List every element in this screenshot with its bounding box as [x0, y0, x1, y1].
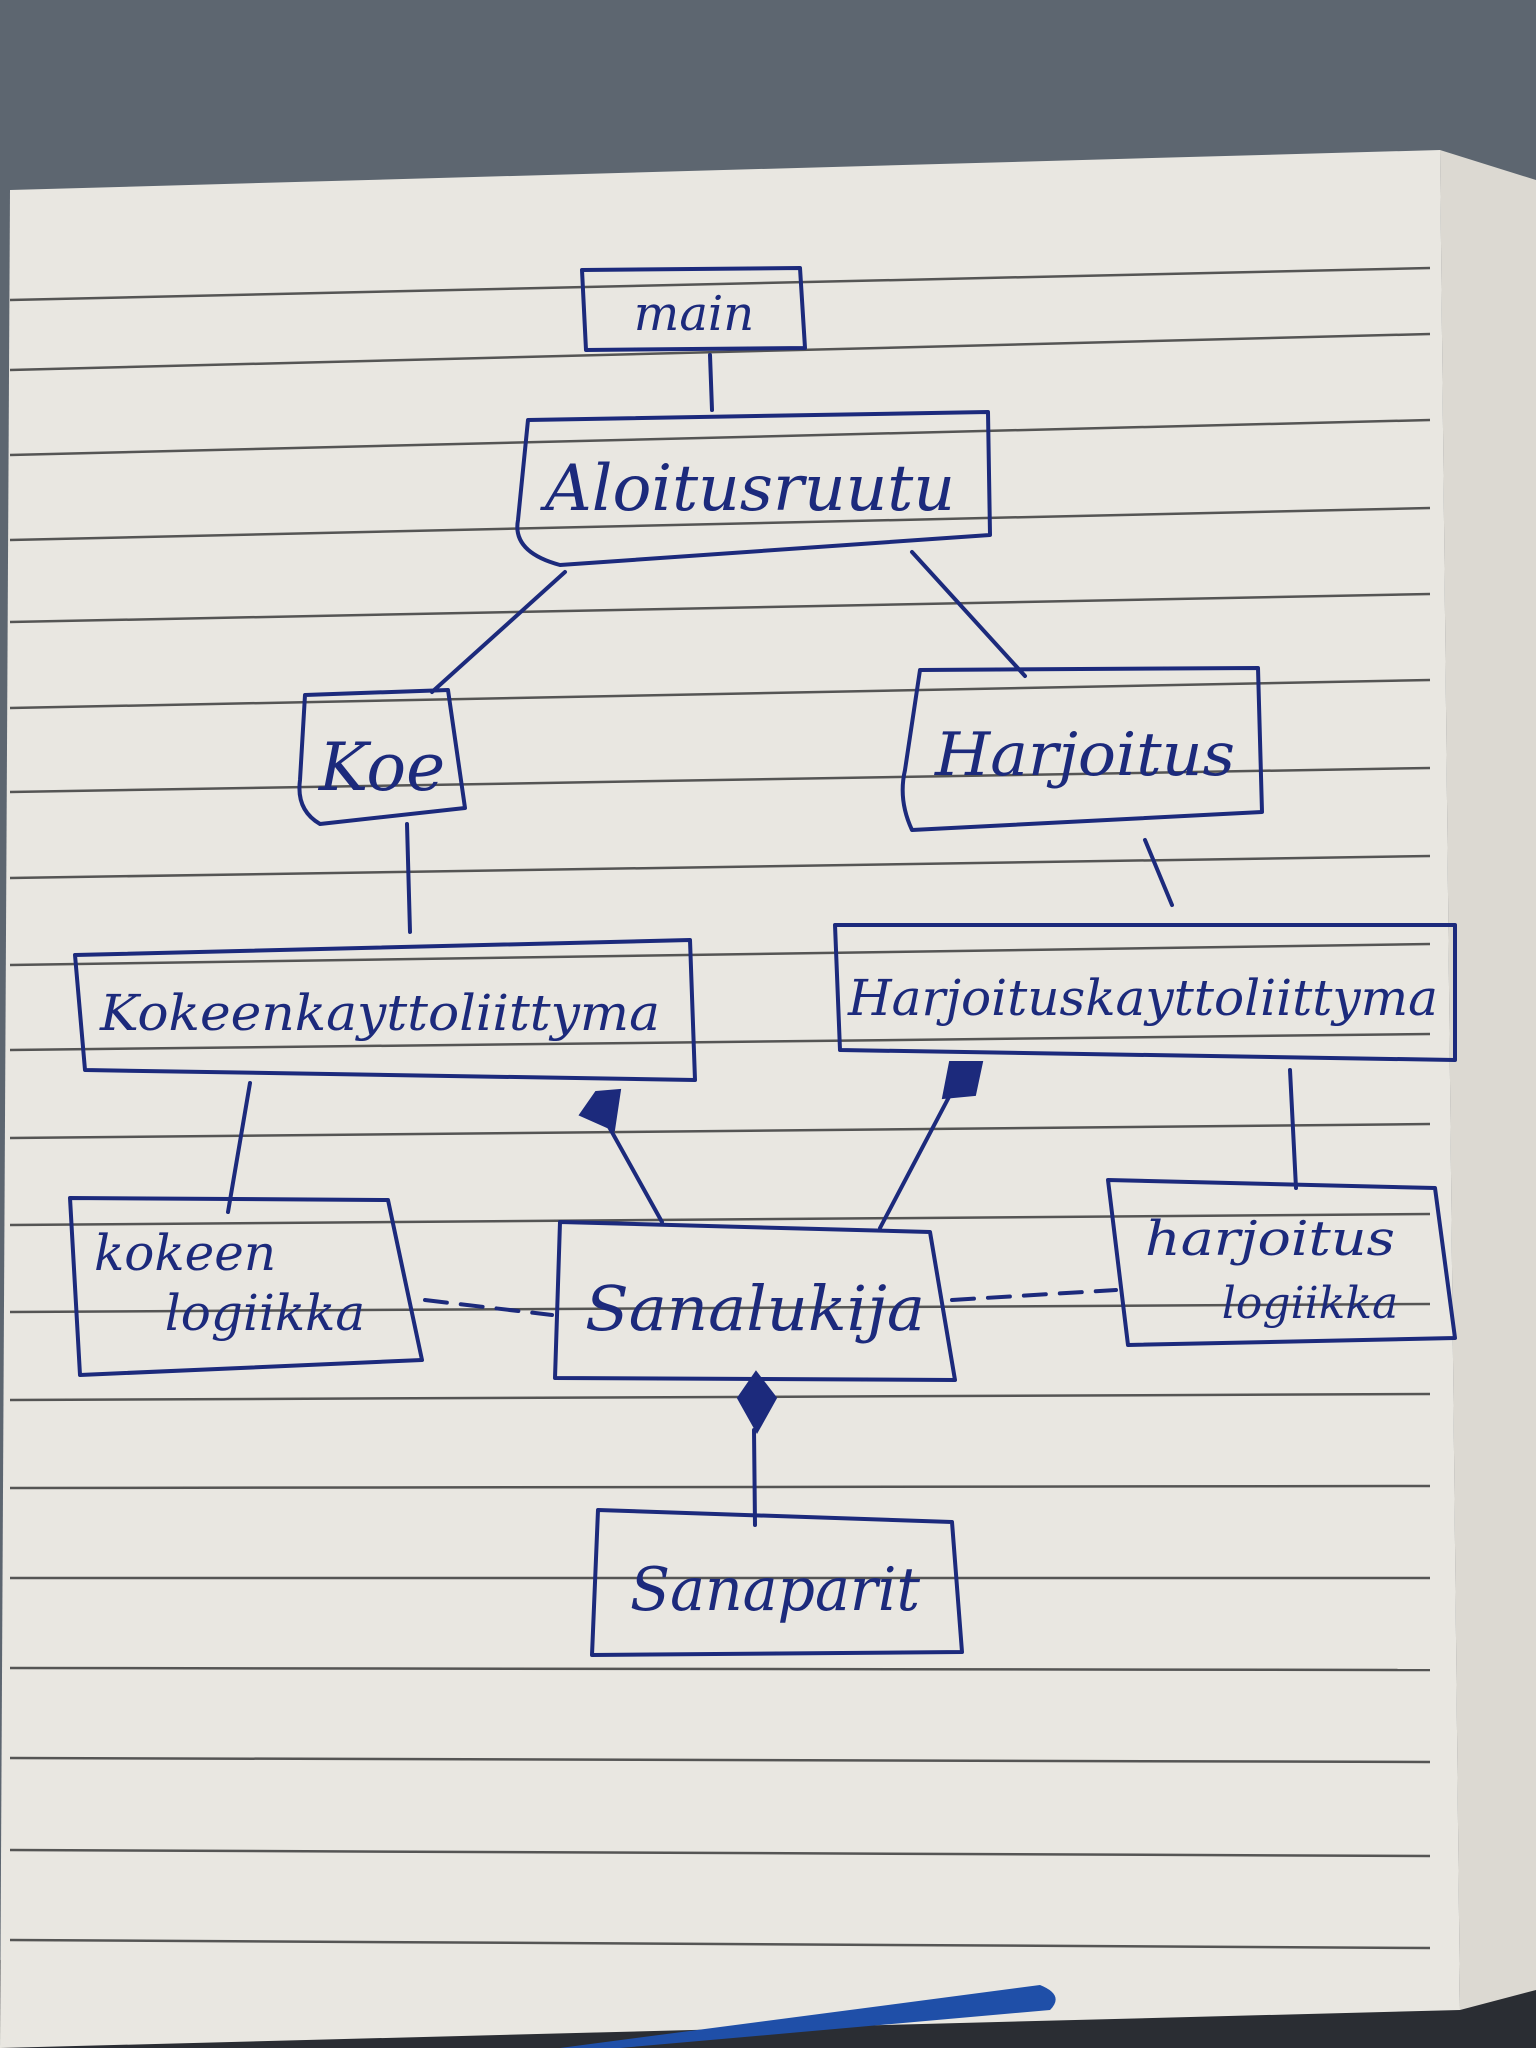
- label-harjoitus-logiikka: logiikka: [1222, 1278, 1398, 1329]
- edge-aloitusruutu-koe: [430, 570, 567, 694]
- edge-main-aloitusruutu: [708, 353, 714, 412]
- box-harjoitus-logiikka: [1106, 1178, 1457, 1347]
- edge-sanalukija-harjoituskayttoliittyma: [878, 1093, 952, 1230]
- ruled-lines: [9, 266, 1431, 1950]
- edge-harjoituskayttoliittyma-harjoituslogiikka: [1288, 1068, 1298, 1190]
- box-sanaparit: [590, 1508, 964, 1657]
- label-sanalukija: Sanalukija: [585, 1272, 925, 1345]
- label-kokeenkayttoliittyma: Kokeenkayttoliittyma: [99, 984, 660, 1042]
- box-harjoitus: [900, 666, 1264, 832]
- box-harjoituskayttoliittyma: [833, 923, 1457, 1062]
- label-koe: Koe: [318, 729, 445, 806]
- dependency-kokeenlogiikka-sanalukija: [423, 1298, 554, 1317]
- box-kokeenkayttoliittyma: [73, 938, 697, 1082]
- page-edge: [1440, 150, 1536, 2010]
- label-kokeen-logiikka: logiikka: [165, 1284, 366, 1342]
- box-main: [580, 266, 807, 352]
- box-koe: [297, 688, 467, 826]
- edge-kokeenkayttoliittyma-kokeenlogiikka: [226, 1081, 252, 1214]
- label-harjoituskayttoliittyma: Harjoituskayttoliittyma: [847, 969, 1438, 1027]
- dependency-sanalukija-harjoituslogiikka: [950, 1288, 1118, 1302]
- box-sanalukija: [553, 1220, 957, 1382]
- box-aloitusruutu: [515, 410, 992, 567]
- edge-koe-kokeenkayttoliittyma: [405, 822, 412, 934]
- notebook-page: [0, 150, 1460, 2048]
- label-aloitusruutu: Aloitusruutu: [540, 452, 955, 526]
- box-kokeen-logiikka: [68, 1196, 424, 1377]
- label-sanaparit: Sanaparit: [630, 1555, 921, 1625]
- edge-aloitusruutu-harjoitus: [910, 550, 1027, 678]
- pen: [560, 1985, 1056, 2048]
- composition-diamond-kokeen: [578, 1088, 622, 1132]
- label-main: main: [634, 286, 754, 342]
- edge-sanaparit-sanalukija: [752, 1428, 757, 1527]
- composition-diamond-harjoitus: [941, 1061, 984, 1100]
- edge-sanalukija-kokeenkayttoliittyma: [606, 1123, 664, 1224]
- label-harjoitus-lower: harjoitus: [1145, 1211, 1395, 1267]
- label-harjoitus: Harjoitus: [934, 720, 1235, 790]
- label-kokeen: kokeen: [94, 1224, 276, 1282]
- edge-harjoitus-harjoituskayttoliittyma: [1143, 838, 1174, 907]
- composition-diamond-sanalukija: [736, 1370, 778, 1435]
